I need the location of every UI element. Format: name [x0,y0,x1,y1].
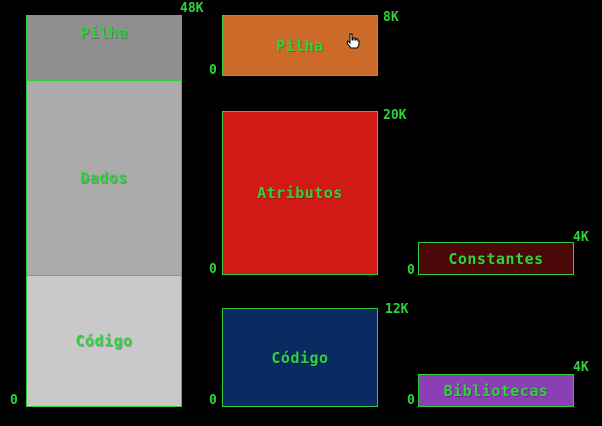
segment-bibliotecas: Bibliotecas [418,374,574,407]
segment-codigo-middle: Código [222,308,378,407]
segment-codigo-left-label: Código [75,332,133,350]
segment-pilha-left-label: Pilha [80,24,128,42]
marker-bottom-codigo-middle: 0 [209,393,217,408]
marker-bottom-left: 0 [10,393,18,408]
segment-atributos: Atributos [222,111,378,275]
segment-constantes-label: Constantes [448,249,544,268]
marker-top-bibliotecas: 4K [573,360,589,375]
marker-bottom-pilha-middle: 0 [209,63,217,78]
segment-pilha-middle-label: Pilha [276,36,324,55]
marker-bottom-atributos: 0 [209,262,217,277]
marker-bottom-constantes: 0 [407,263,415,278]
segment-codigo-middle-label: Código [271,348,329,367]
marker-bottom-bibliotecas: 0 [407,393,415,408]
marker-top-codigo-middle: 12K [385,302,409,317]
marker-top-pilha-middle: 8K [383,10,399,25]
segment-dados-label: Dados [80,169,128,187]
marker-top-left: 48K [180,1,204,16]
segment-pilha-left: Pilha [26,15,182,81]
segment-dados: Dados [26,80,182,276]
segment-bibliotecas-label: Bibliotecas [443,381,549,400]
marker-top-constantes: 4K [573,230,589,245]
hand-pointer-icon [346,33,360,49]
segment-codigo-left: Código [26,275,182,407]
marker-top-atributos: 20K [383,108,407,123]
segment-constantes: Constantes [418,242,574,275]
segment-atributos-label: Atributos [257,184,343,202]
